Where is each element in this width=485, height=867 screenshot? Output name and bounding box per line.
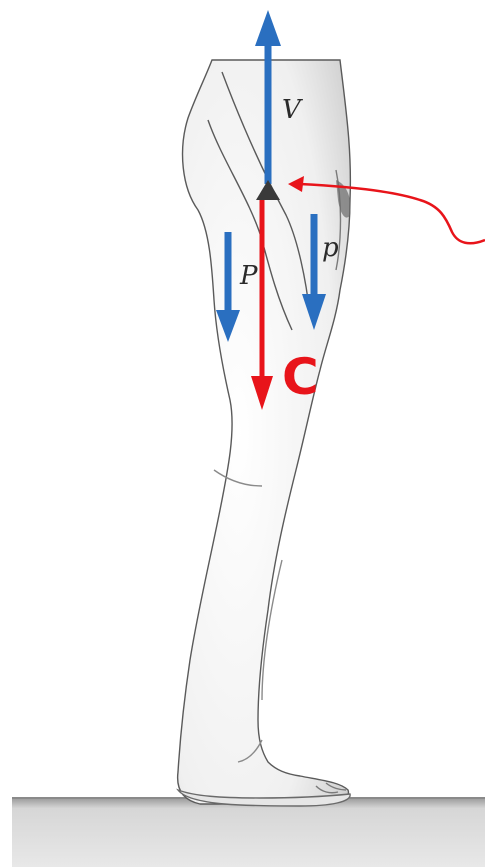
label-p-left: P	[239, 261, 258, 291]
label-c: C	[282, 348, 319, 406]
leg-illustration	[178, 60, 351, 806]
floor	[12, 798, 485, 867]
label-p-right: p	[322, 233, 339, 263]
label-v: V	[282, 95, 303, 125]
